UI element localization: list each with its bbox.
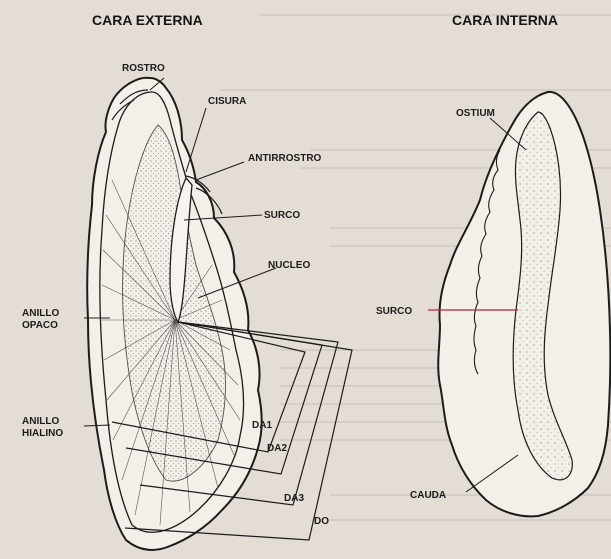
label-anillo-opaco-line2: OPACO	[22, 320, 58, 331]
label-anillo-hialino-line2: HIALINO	[22, 428, 63, 439]
external-face-drawing	[84, 78, 352, 550]
label-da1: DA1	[252, 420, 272, 431]
label-cauda: CAUDA	[410, 490, 446, 501]
label-rostro: ROSTRO	[122, 63, 165, 74]
label-surco-interna: SURCO	[376, 306, 412, 317]
internal-face-drawing	[428, 92, 610, 516]
label-ostium: OSTIUM	[456, 108, 495, 119]
label-anillo-hialino-line1: ANILLO	[22, 416, 59, 427]
header-cara-externa: CARA EXTERNA	[92, 12, 203, 28]
label-anillo-opaco-line1: ANILLO	[22, 308, 59, 319]
label-surco-externa: SURCO	[264, 210, 300, 221]
label-cisura: CISURA	[208, 96, 246, 107]
label-antirrostro: ANTIRROSTRO	[248, 153, 322, 164]
label-nucleo: NUCLEO	[268, 260, 310, 271]
label-da2: DA2	[267, 443, 287, 454]
label-da3: DA3	[284, 493, 304, 504]
header-cara-interna: CARA INTERNA	[452, 12, 558, 28]
label-do: DO	[314, 516, 329, 527]
